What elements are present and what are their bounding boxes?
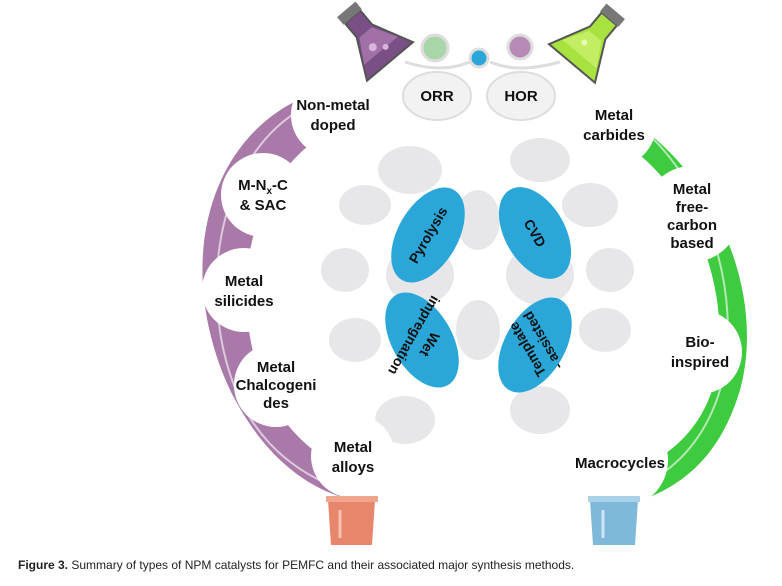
orr-node: ORR [402, 71, 472, 121]
svg-text:based: based [670, 235, 713, 252]
right-node-bio-inspired: Bio- inspired [658, 310, 742, 394]
svg-text:inspired: inspired [671, 354, 729, 371]
svg-text:Bio-: Bio- [685, 334, 714, 351]
svg-text:free-: free- [676, 199, 709, 216]
reaction-connectors [404, 33, 561, 70]
svg-text:& SAC: & SAC [240, 197, 287, 214]
svg-text:M-Nx-C: M-Nx-C [238, 177, 288, 197]
right-node-metal-carbides: Metal carbides [572, 83, 656, 167]
left-beaker-icon [326, 496, 378, 545]
figure-caption: Figure 3. Summary of types of NPM cataly… [18, 558, 574, 572]
left-node-metal-silicides: Metal silicides [202, 248, 286, 332]
svg-text:doped: doped [311, 117, 356, 134]
left-node-nonmetal-doped: Non-metal doped [291, 73, 375, 157]
method-template-assisted: Template - assisted [498, 297, 572, 393]
orr-label: ORR [420, 88, 454, 105]
hor-label: HOR [504, 88, 538, 105]
left-node-metal-chalcogenides: Metal Chalcogeni des [234, 343, 318, 427]
right-beaker-icon [588, 496, 640, 545]
central-cloud [321, 138, 634, 444]
svg-text:carbon: carbon [667, 217, 717, 234]
svg-text:alloys: alloys [332, 459, 375, 476]
left-node-metal-alloys: Metal alloys [311, 414, 395, 498]
left-flask-icon [337, 1, 415, 83]
right-flask-icon [547, 3, 625, 85]
svg-text:carbides: carbides [583, 127, 645, 144]
method-wet-impregnation: Wet impregnation [385, 292, 459, 388]
right-node-macrocycles: Macrocycles [572, 412, 668, 508]
method-cvd: CVD [498, 187, 572, 279]
svg-text:des: des [263, 395, 289, 412]
left-node-mnxc-sac: M-Nx-C & SAC [221, 153, 305, 237]
svg-text:Metal: Metal [595, 107, 633, 124]
svg-text:Macrocycles: Macrocycles [575, 455, 665, 472]
method-pyrolysis: Pyrolysis [391, 187, 465, 283]
caption-text: Summary of types of NPM catalysts for PE… [68, 558, 575, 572]
svg-text:Metal: Metal [225, 273, 263, 290]
right-node-metal-free-carbon: Metal free- carbon based [644, 166, 740, 262]
svg-text:Metal: Metal [673, 181, 711, 198]
svg-text:silicides: silicides [214, 293, 273, 310]
svg-text:Non-metal: Non-metal [296, 97, 369, 114]
svg-text:Metal: Metal [257, 359, 295, 376]
svg-text:Chalcogeni: Chalcogeni [236, 377, 317, 394]
caption-label: Figure 3. [18, 558, 69, 572]
npm-catalyst-diagram: ORR HOR Pyrolysis CVD Wet [202, 1, 747, 545]
hor-node: HOR [486, 71, 556, 121]
svg-text:Metal: Metal [334, 439, 372, 456]
